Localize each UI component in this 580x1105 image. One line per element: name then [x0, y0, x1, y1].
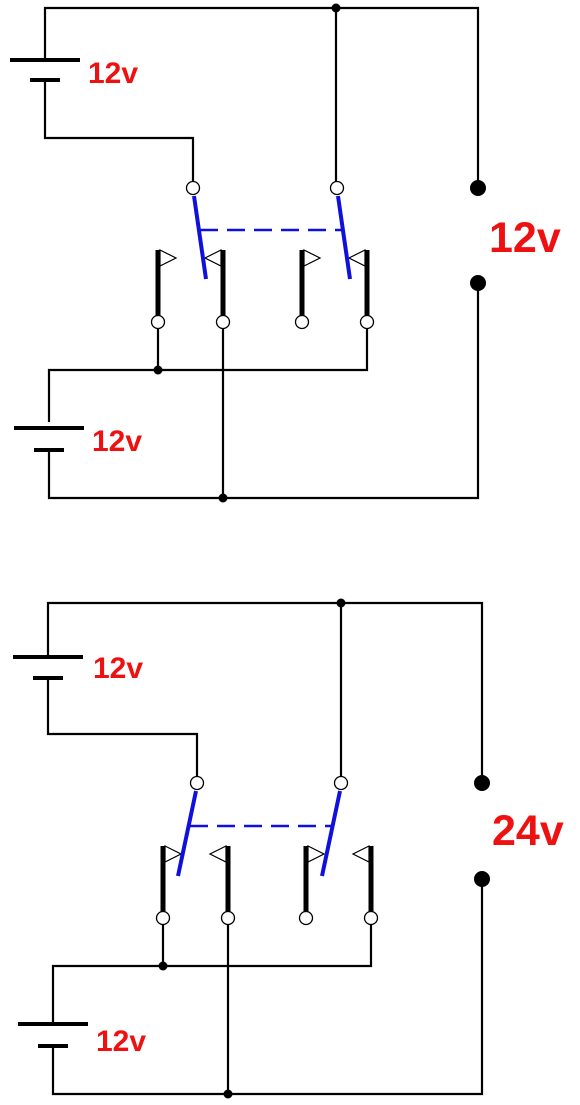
wires: [43, 6, 480, 500]
wires: [46, 601, 484, 1096]
terminals: [150, 180, 375, 330]
battery-top: [10, 58, 80, 82]
output-terminals: [470, 180, 486, 291]
battery-top-voltage-label: 12v: [88, 57, 138, 90]
junction-dots: [153, 3, 341, 503]
battery-bottom: [14, 426, 84, 452]
battery-bottom-voltage-label: 12v: [92, 425, 142, 458]
circuit-parallel: 12v 12v 12v: [10, 3, 561, 503]
battery-bottom-voltage-label: 12v: [96, 1025, 146, 1058]
output-voltage-label: 12v: [489, 214, 561, 262]
battery-top-voltage-label: 12v: [93, 652, 143, 685]
contact-posts: [155, 250, 370, 317]
dpdt-switch-blades: [176, 790, 342, 877]
circuit-series: 12v 12v 24v: [13, 598, 564, 1099]
contact-flags: [159, 249, 366, 267]
terminals: [155, 775, 379, 926]
battery-top: [13, 655, 83, 680]
output-terminals: [474, 775, 490, 887]
contact-posts: [160, 846, 374, 913]
dpdt-switch-blades: [192, 195, 352, 280]
battery-bottom: [18, 1022, 88, 1048]
junction-dots: [158, 598, 346, 1099]
output-voltage-label: 24v: [492, 807, 564, 855]
contact-flags: [164, 845, 370, 863]
